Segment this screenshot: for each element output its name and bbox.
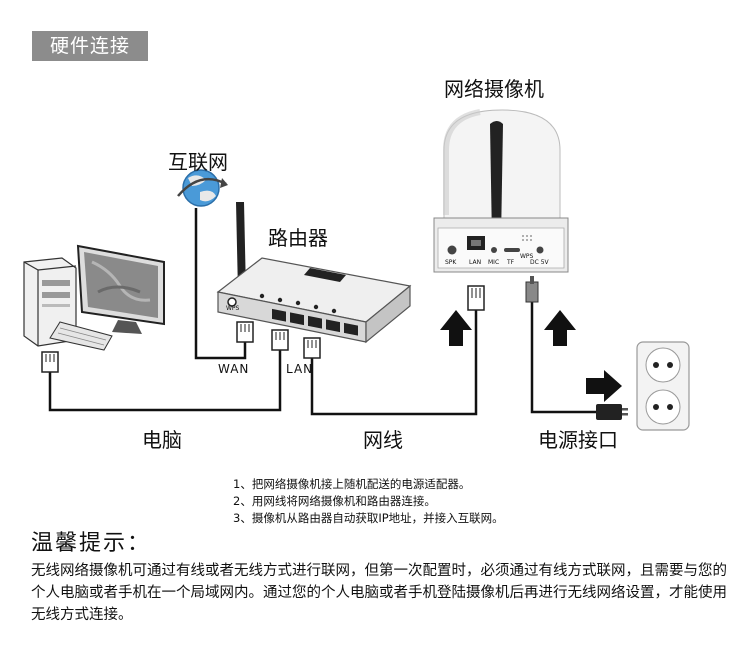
camera-port-mic: MIC xyxy=(488,259,500,266)
camera-port-wps: WPS xyxy=(520,253,534,260)
camera-label: 网络摄像机 xyxy=(444,77,544,101)
wan-label: WAN xyxy=(218,362,250,376)
tips-body: 无线网络摄像机可通过有线或者无线方式进行联网，但第一次配置时，必须通过有线方式联… xyxy=(31,563,727,623)
computer-label: 电脑 xyxy=(142,428,182,452)
wall-outlet-icon xyxy=(636,341,690,431)
step-1: 1、把网络摄像机接上随机配送的电源适配器。 xyxy=(233,477,471,491)
arrow-up-lan-icon xyxy=(440,310,472,346)
lan-label: LAN xyxy=(286,362,314,376)
power-plug-icon xyxy=(525,276,628,420)
rj45-connector-wan xyxy=(236,321,254,343)
cable-label: 网线 xyxy=(363,428,403,452)
camera-port-lan: LAN xyxy=(469,259,482,266)
router-wps-label: WPS xyxy=(226,305,240,312)
rj45-connector-lan-1 xyxy=(271,329,289,351)
rj45-connector-lan-2 xyxy=(303,337,321,359)
camera-port-dc: DC 5V xyxy=(530,259,549,266)
section-title: 硬件连接 xyxy=(32,31,148,61)
tips-title: 温馨提示： xyxy=(31,531,152,556)
rj45-connector-computer xyxy=(41,351,59,373)
internet-label: 互联网 xyxy=(168,150,228,174)
internet-globe-icon xyxy=(177,169,228,207)
router-label: 路由器 xyxy=(268,226,328,250)
camera-port-spk: SPK xyxy=(445,259,457,266)
connection-diagram xyxy=(23,109,690,431)
arrow-right-outlet-icon xyxy=(586,370,622,402)
step-3: 3、摄像机从路由器自动获取IP地址，并接入互联网。 xyxy=(233,511,504,525)
camera-icon xyxy=(433,109,569,273)
camera-port-tf: TF xyxy=(507,259,515,266)
computer-icon xyxy=(23,244,165,351)
connection-lines xyxy=(48,208,596,416)
router-icon xyxy=(216,202,412,344)
arrow-up-power-icon xyxy=(544,310,576,346)
rj45-connector-camera xyxy=(467,285,485,311)
power-label: 电源接口 xyxy=(538,428,618,452)
step-2: 2、用网线将网络摄像机和路由器连接。 xyxy=(233,494,436,508)
setup-steps: 1、把网络摄像机接上随机配送的电源适配器。 2、用网线将网络摄像机和路由器连接。… xyxy=(233,476,504,527)
